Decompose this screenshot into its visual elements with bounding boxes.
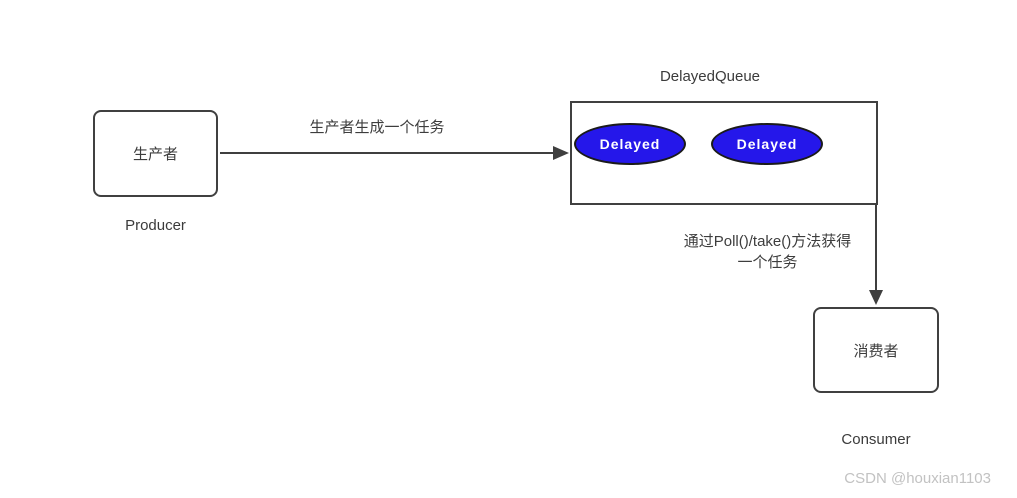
produce-arrowhead-icon — [553, 146, 569, 160]
csdn-watermark: CSDN @houxian1103 — [844, 470, 991, 487]
consume-edge-label-line2: 一个任务 — [737, 254, 798, 271]
queue-title: DelayedQueue — [659, 68, 761, 85]
producer-caption: Producer — [125, 217, 186, 234]
consume-edge-label: 通过Poll()/take()方法获得 一个任务 — [650, 231, 885, 273]
delayed-task-2-label: Delayed — [736, 136, 798, 152]
producer-node: 生产者 — [93, 110, 218, 197]
producer-node-label: 生产者 — [132, 146, 178, 163]
delayed-task-1: Delayed — [574, 123, 686, 165]
consume-edge-label-line1: 通过Poll()/take()方法获得 — [683, 233, 852, 250]
produce-edge-label: 生产者生成一个任务 — [309, 119, 445, 136]
delayed-task-2: Delayed — [711, 123, 823, 165]
consume-arrowhead-icon — [869, 290, 883, 305]
consumer-node: 消费者 — [813, 307, 939, 393]
produce-arrow — [220, 146, 569, 160]
consumer-node-label: 消费者 — [853, 342, 899, 360]
consumer-caption: Consumer — [841, 431, 911, 448]
delayed-task-1-label: Delayed — [599, 136, 661, 152]
